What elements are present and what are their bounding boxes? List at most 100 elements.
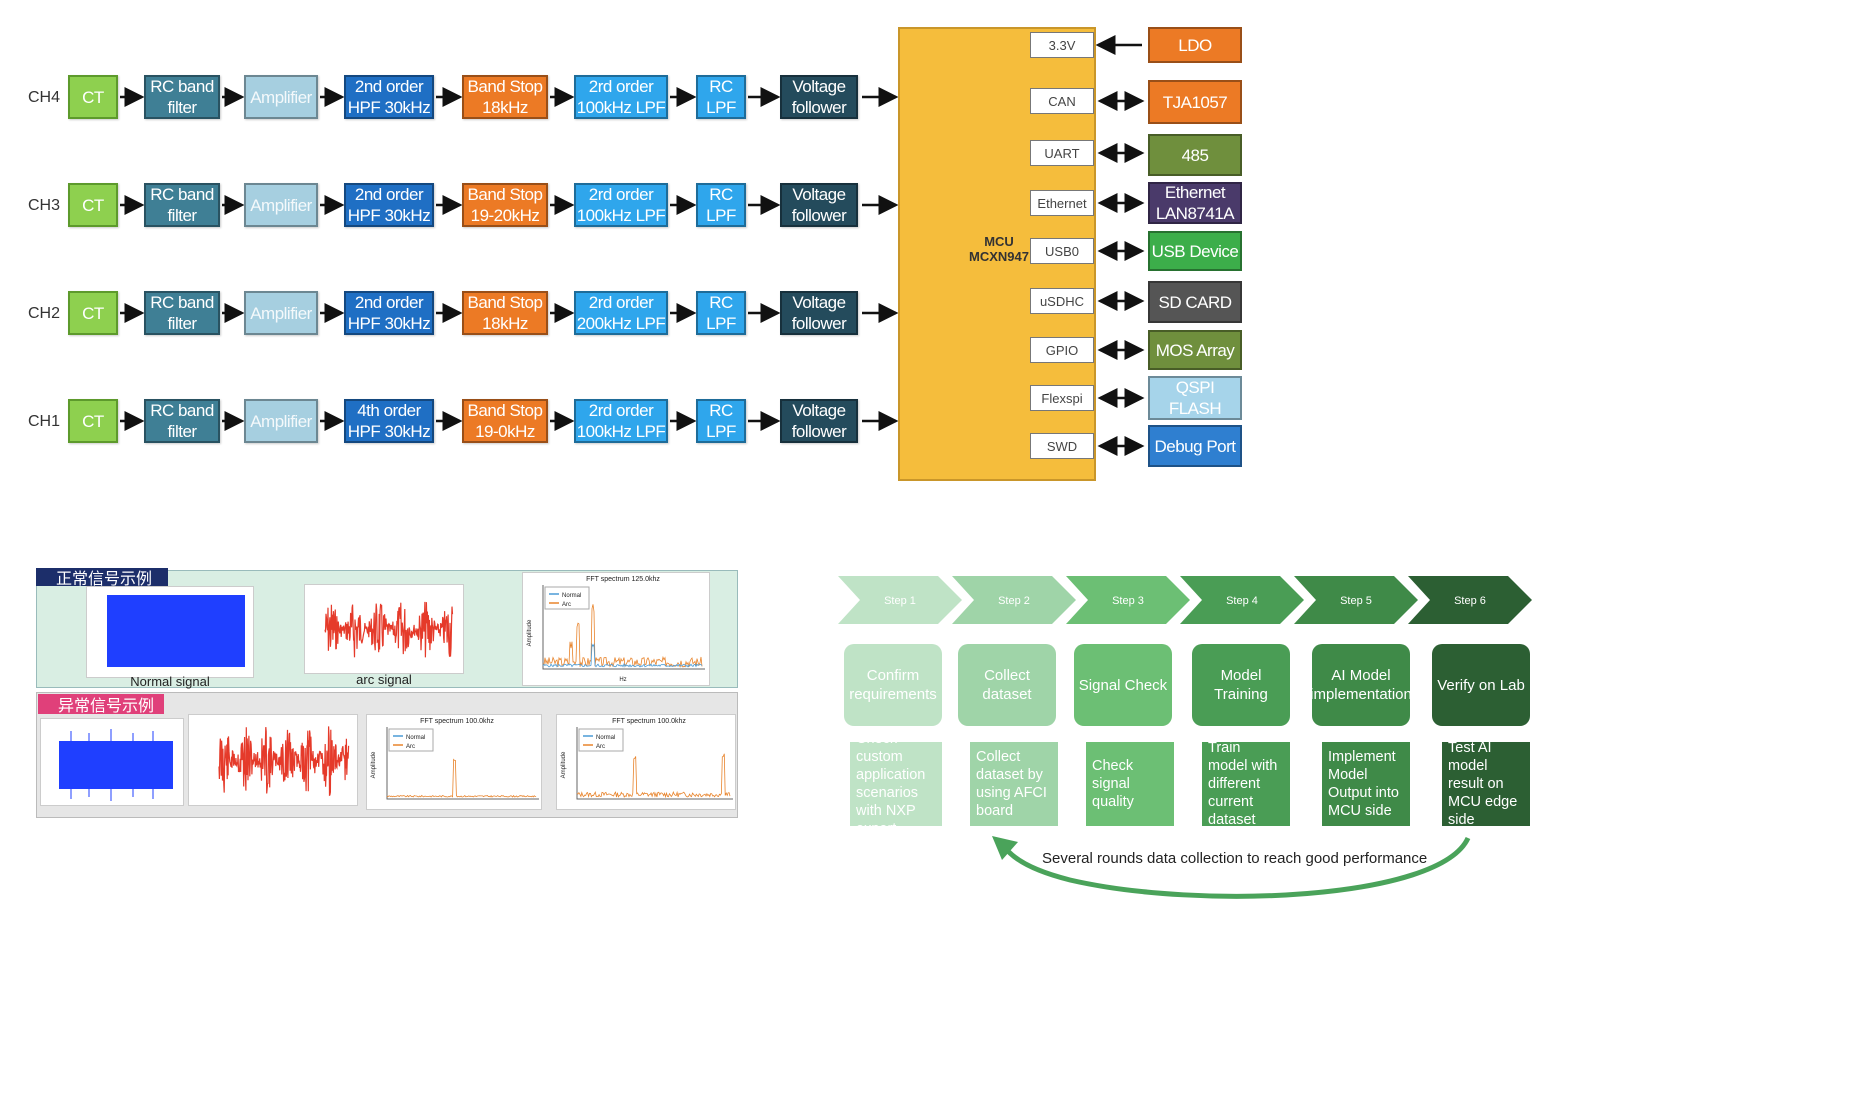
chain-block-lpf: 2rd order 100kHz LPF xyxy=(574,75,668,119)
chain-block-rc: RC band filter xyxy=(144,183,220,227)
chain-block-amp: Amplifier xyxy=(244,291,318,335)
fft-arc-series xyxy=(576,753,731,799)
arc-signal-plot xyxy=(304,584,464,674)
chain-block-ct: CT xyxy=(68,291,118,335)
step-description: Test AI model result on MCU edge side xyxy=(1442,740,1530,828)
channel-label: CH1 xyxy=(28,413,61,430)
chain-block-rcl: RC LPF xyxy=(696,75,746,119)
mcu-label-line1: MCU xyxy=(984,234,1014,249)
step-description: Train model with different current datas… xyxy=(1202,740,1290,828)
fft-ylabel: Amplitude xyxy=(527,619,533,646)
step-chevron xyxy=(838,576,962,624)
arc-signal-trace xyxy=(324,601,454,658)
normal-signal-trace xyxy=(107,595,245,667)
step-description: Implement Model Output into MCU side xyxy=(1322,742,1410,826)
fft-axes xyxy=(576,727,733,800)
chain-block-lpf: 2rd order 200kHz LPF xyxy=(574,291,668,335)
chain-block-rcl: RC LPF xyxy=(696,183,746,227)
chain-block-hpf: 2nd order HPF 30kHz xyxy=(344,291,434,335)
peripheral-block: Ethernet LAN8741A xyxy=(1148,182,1242,224)
step-label: Step 5 xyxy=(1340,595,1372,607)
step-label: Step 2 xyxy=(998,595,1030,607)
mcu-label-line2: MCXN947 xyxy=(969,249,1029,264)
legend-normal-label: Normal xyxy=(406,735,425,741)
interface-pin: 3.3V xyxy=(1030,32,1094,58)
interface-pin: Ethernet xyxy=(1030,190,1094,216)
peripheral-block: TJA1057 xyxy=(1148,80,1242,124)
interface-pin: UART xyxy=(1030,140,1094,166)
chain-block-lpf: 2rd order 100kHz LPF xyxy=(574,183,668,227)
legend-normal-label: Normal xyxy=(562,593,581,599)
legend-arc-label: Arc xyxy=(596,744,605,750)
fft-normal-plot-svg: FFT spectrum 125.0khzNormalArcAmplitudeH… xyxy=(527,576,705,683)
legend-normal-label: Normal xyxy=(596,735,615,741)
feedback-loop-arrowhead xyxy=(992,836,1018,860)
step-label: Step 4 xyxy=(1226,595,1258,607)
peripheral-block: USB Device xyxy=(1148,231,1242,271)
chain-block-bs: Band Stop 18kHz xyxy=(462,75,548,119)
step-card: Signal Check xyxy=(1074,644,1172,726)
fft-title: FFT spectrum 100.0khz xyxy=(420,718,494,725)
abnormal-arc-plot-svg xyxy=(218,726,350,797)
chain-block-amp: Amplifier xyxy=(244,75,318,119)
interface-pin: USB0 xyxy=(1030,238,1094,264)
fft-axes xyxy=(386,727,539,800)
peripheral-block: 485 xyxy=(1148,134,1242,176)
step-label: Step 3 xyxy=(1112,595,1144,607)
interface-pin: uSDHC xyxy=(1030,288,1094,314)
chain-block-rc: RC band filter xyxy=(144,291,220,335)
chain-block-rc: RC band filter xyxy=(144,75,220,119)
normal-signal-plot xyxy=(86,586,254,678)
chain-block-hpf: 4th order HPF 30kHz xyxy=(344,399,434,443)
step-card: Verify on Lab xyxy=(1432,644,1530,726)
fft-title: FFT spectrum 125.0khz xyxy=(586,576,660,583)
fft-arc-series xyxy=(386,758,537,798)
chain-block-bs: Band Stop 19-20kHz xyxy=(462,183,548,227)
chain-block-rcl: RC LPF xyxy=(696,291,746,335)
peripheral-block: QSPI FLASH xyxy=(1148,376,1242,420)
interface-pin: Flexspi xyxy=(1030,385,1094,411)
chain-block-hpf: 2nd order HPF 30kHz xyxy=(344,75,434,119)
chain-block-rcl: RC LPF xyxy=(696,399,746,443)
normal-tag: 正常信号示例 xyxy=(36,568,168,588)
step-description: Check custom application scenarios with … xyxy=(850,731,942,837)
peripheral-block: Debug Port xyxy=(1148,425,1242,467)
step-description: Check signal quality xyxy=(1086,742,1174,826)
fft-arc-series xyxy=(542,604,703,668)
interface-pin: GPIO xyxy=(1030,337,1094,363)
step-chevron xyxy=(1066,576,1190,624)
normal-signal-plot-svg xyxy=(107,595,245,667)
abnormal-tag: 异常信号示例 xyxy=(38,694,164,715)
chain-block-lpf: 2rd order 100kHz LPF xyxy=(574,399,668,443)
step-card: Model Training xyxy=(1192,644,1290,726)
chain-block-vf: Voltage follower xyxy=(780,291,858,335)
fft-ylabel: Amplitude xyxy=(561,751,567,778)
loop-text: Several rounds data collection to reach … xyxy=(1042,850,1428,867)
abnormal-spikes xyxy=(70,729,154,801)
interface-pin: CAN xyxy=(1030,88,1094,114)
chain-block-vf: Voltage follower xyxy=(780,399,858,443)
chain-block-bs: Band Stop 19-0kHz xyxy=(462,399,548,443)
chain-block-ct: CT xyxy=(68,399,118,443)
chain-block-hpf: 2nd order HPF 30kHz xyxy=(344,183,434,227)
fft-title: FFT spectrum 100.0khz xyxy=(612,718,686,725)
peripheral-block: LDO xyxy=(1148,27,1242,63)
interface-pin: SWD xyxy=(1030,433,1094,459)
chain-block-vf: Voltage follower xyxy=(780,183,858,227)
peripheral-block: MOS Array xyxy=(1148,330,1242,370)
arc-signal-plot-svg xyxy=(324,601,454,658)
normal-caption: Normal signal xyxy=(130,674,210,689)
step-card: Collect dataset xyxy=(958,644,1056,726)
step-card: AI Model implementation xyxy=(1310,644,1412,726)
legend-arc-label: Arc xyxy=(406,744,415,750)
fft-axes xyxy=(542,585,705,670)
chain-block-bs: Band Stop 18kHz xyxy=(462,291,548,335)
step-chevron xyxy=(952,576,1076,624)
